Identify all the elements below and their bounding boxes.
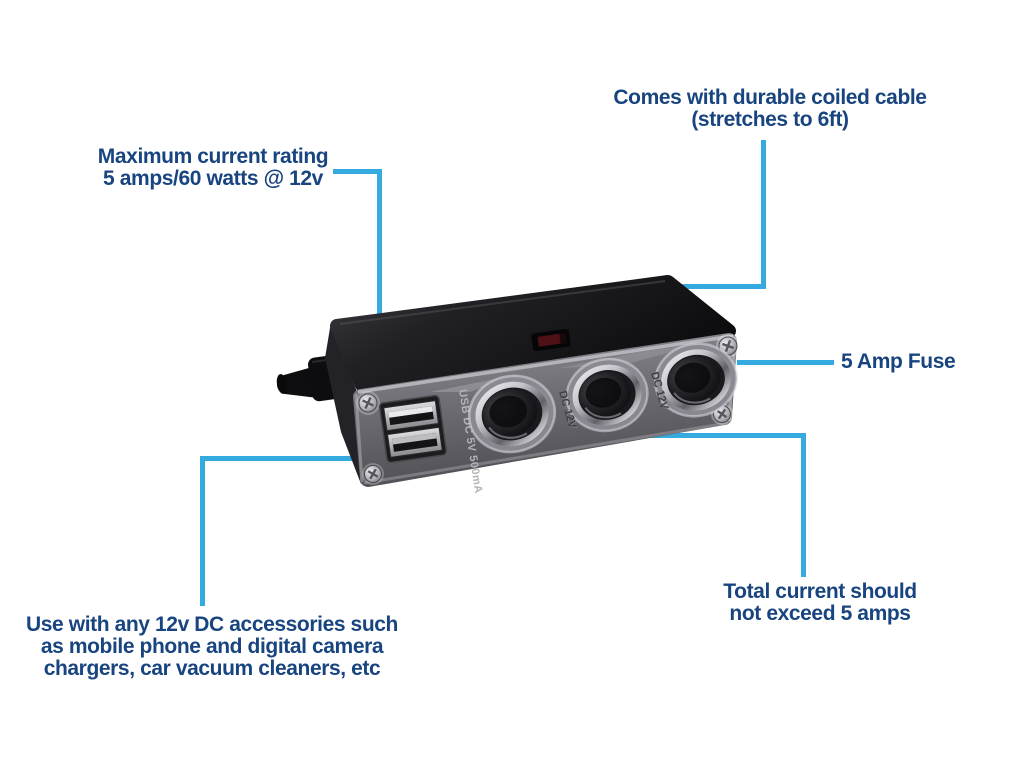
callout-max-current-hline [333, 169, 382, 174]
usb-ports [378, 394, 448, 464]
caption-line: 5 Amp Fuse [841, 350, 956, 373]
screw-top-left [356, 391, 380, 415]
caption-line: Maximum current rating [97, 145, 329, 168]
caption-line: as mobile phone and digital camera [40, 635, 384, 658]
callout-max-current-vline [377, 169, 382, 325]
caption-coiled-cable: Comes with durable coiled cable (stretch… [613, 86, 927, 131]
caption-line: Comes with durable coiled cable [613, 86, 927, 109]
caption-line: not exceed 5 amps [729, 602, 911, 625]
usb-port-bottom [386, 426, 443, 458]
device-left-side [325, 322, 361, 484]
device-top-face [330, 275, 736, 392]
callout-usage-vline [200, 456, 205, 606]
caption-line: Use with any 12v DC accessories such [26, 613, 398, 636]
callout-usage-hline [200, 456, 358, 461]
callout-total-current-vline [801, 433, 806, 577]
usb-port-top [383, 400, 440, 432]
callout-total-current-hline [636, 433, 806, 438]
caption-usage: Use with any 12v DC accessories such as … [26, 614, 398, 680]
screw-bottom-left [362, 463, 384, 485]
caption-line: Total current should [723, 580, 917, 603]
caption-line: chargers, car vacuum cleaners, etc [43, 657, 381, 680]
caption-fuse: 5 Amp Fuse [841, 350, 956, 373]
callout-coiled-cable-hline [673, 284, 766, 289]
caption-line: (stretches to 6ft) [691, 108, 849, 131]
fuse-window [531, 328, 571, 352]
caption-max-current: Maximum current rating 5 amps/60 watts @… [97, 145, 329, 190]
caption-line: 5 amps/60 watts @ 12v [103, 167, 323, 190]
callout-coiled-cable-vline [761, 140, 766, 289]
caption-total-current: Total current should not exceed 5 amps [723, 580, 917, 625]
callout-fuse-hline [737, 360, 834, 365]
